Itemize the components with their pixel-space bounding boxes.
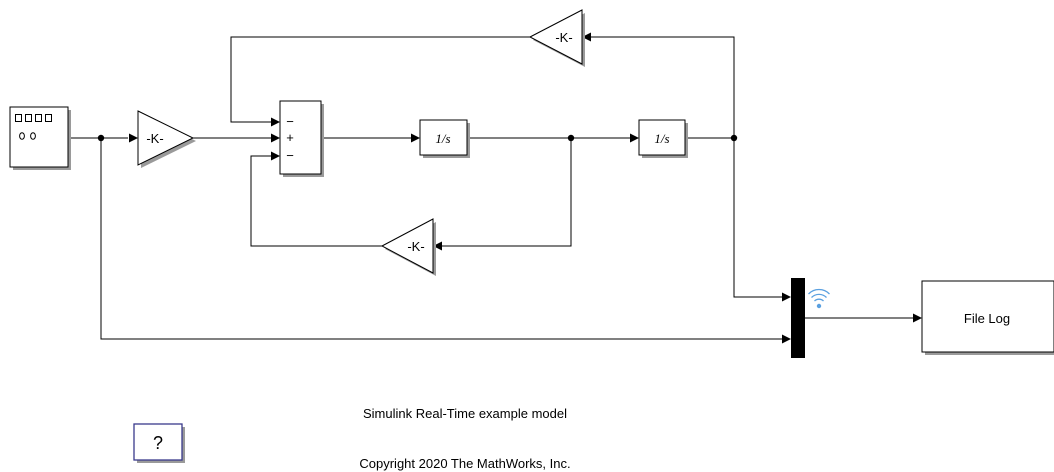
branch-point-source (97, 134, 105, 142)
arrowhead-mux-in2 (782, 334, 791, 344)
arrowhead-sum-top (271, 117, 280, 127)
integrator-2-block[interactable]: 1/s (638, 119, 688, 158)
signal-to-bottom-feedback[interactable] (441, 138, 572, 247)
signal-position-to-mux[interactable] (733, 138, 782, 298)
signal-top-feedback-to-sum[interactable] (230, 36, 530, 123)
arrowhead-sum-mid (271, 133, 280, 143)
input-gain-block[interactable]: -K- (137, 110, 196, 168)
sum-sign-top: − (286, 114, 294, 129)
arrowhead-gain-in (129, 133, 138, 143)
branch-point-integrator2 (730, 134, 738, 142)
sum-sign-middle: + (286, 130, 294, 145)
arrowhead-bottom-feedback-in (433, 241, 442, 251)
signal-source-block[interactable] (9, 106, 71, 170)
arrowhead-integrator1-in (411, 133, 420, 143)
sum-block[interactable]: − + − (279, 100, 324, 177)
integrator-2-label: 1/s (654, 131, 669, 146)
help-icon: ? (153, 433, 163, 453)
arrowhead-integrator2-in (630, 133, 639, 143)
arrowhead-mux-in1 (782, 292, 791, 302)
model-title-annotation: Simulink Real-Time example model (363, 406, 567, 421)
arrowhead-sum-bottom (271, 151, 280, 161)
sum-sign-bottom: − (286, 148, 294, 163)
signal-source-to-mux[interactable] (100, 138, 782, 340)
file-log-block[interactable]: File Log (921, 280, 1054, 355)
feedback-gain-top-label: -K- (555, 30, 572, 45)
signal-to-top-feedback[interactable] (590, 36, 735, 138)
mux-block[interactable] (791, 278, 805, 358)
file-log-label: File Log (964, 311, 1010, 326)
feedback-gain-top-block[interactable]: -K- (528, 9, 585, 67)
signal-bottom-feedback-to-sum[interactable] (250, 155, 382, 247)
help-block[interactable]: ? (133, 423, 185, 463)
feedback-gain-bottom-label: -K- (407, 239, 424, 254)
integrator-1-block[interactable]: 1/s (419, 119, 470, 158)
input-gain-label: -K- (146, 131, 163, 146)
copyright-annotation: Copyright 2020 The MathWorks, Inc. (359, 456, 570, 471)
integrator-1-label: 1/s (435, 131, 450, 146)
signal-source-icon (15, 114, 52, 140)
branch-point-integrator1 (567, 134, 575, 142)
signal-logging-icon (808, 288, 830, 309)
arrowhead-filelog-in (913, 313, 922, 323)
arrowhead-top-feedback-in (582, 32, 591, 42)
feedback-gain-bottom-block[interactable]: -K- (380, 218, 436, 276)
